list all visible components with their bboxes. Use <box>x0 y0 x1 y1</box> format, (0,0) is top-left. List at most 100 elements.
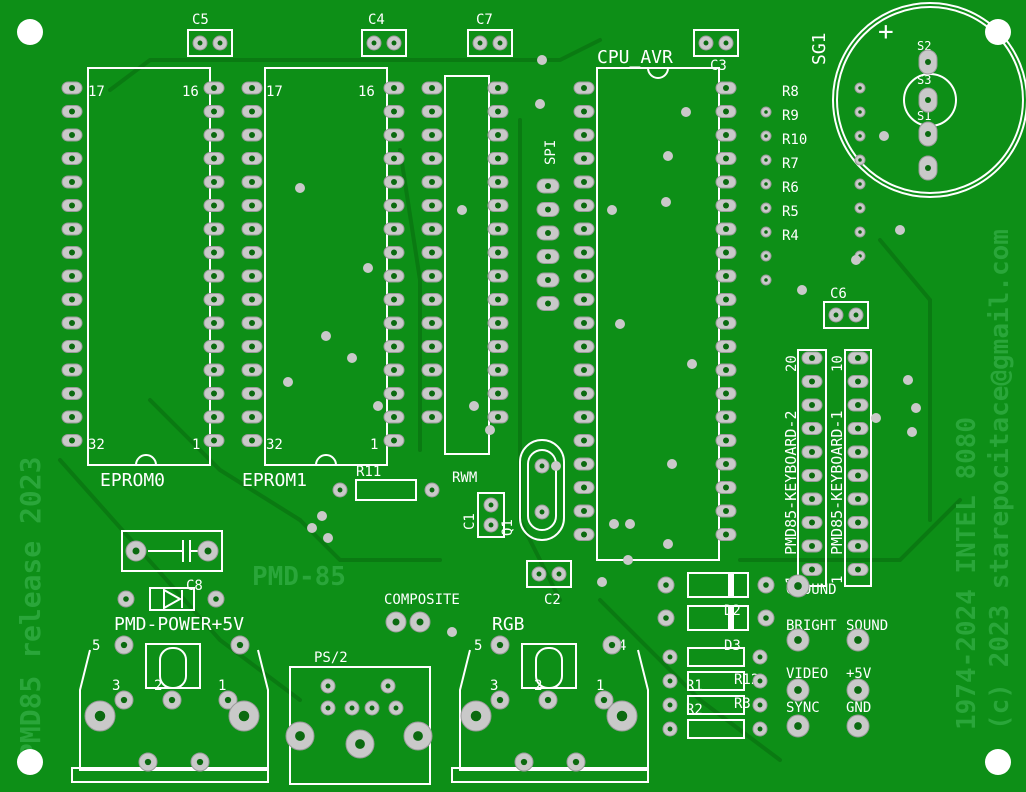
pad-hole <box>495 226 501 232</box>
via <box>903 375 913 385</box>
pad-hole <box>391 367 397 373</box>
pad-hole <box>391 249 397 256</box>
pad-hole <box>545 277 551 283</box>
pad-hole <box>391 273 397 279</box>
pad-hole <box>495 179 501 185</box>
eprom1[interactable]: EPROM1 17 16 32 1 <box>242 67 388 491</box>
pad-hole <box>833 312 839 318</box>
via <box>911 403 921 413</box>
via <box>907 427 917 437</box>
r11-resistor[interactable]: R11 <box>355 464 417 501</box>
ps2-label: PS/2 <box>314 650 348 666</box>
pad-hole <box>723 249 729 256</box>
rgb-pin4: 4 <box>618 638 626 654</box>
eprom0[interactable]: EPROM0 17 16 32 1 <box>87 67 211 491</box>
pad-hole <box>723 155 729 162</box>
pmd85-ghost-label: PMD-85 <box>252 562 346 592</box>
pad-hole <box>858 182 862 186</box>
pad-hole <box>667 678 673 684</box>
pad-hole <box>764 134 768 138</box>
sg1-plus: + <box>878 17 894 47</box>
pad-hole <box>69 273 75 279</box>
eprom0-pin32: 32 <box>88 437 105 453</box>
pad-hole <box>470 710 482 722</box>
pad-hole <box>132 547 140 555</box>
pad-hole <box>855 496 861 502</box>
pad-hole <box>429 343 435 350</box>
pad-hole <box>211 132 217 138</box>
pad-hole <box>123 596 129 602</box>
via <box>469 401 479 411</box>
keyboard-header-2[interactable]: PMD85-KEYBOARD-2 20 1 <box>782 349 827 587</box>
pad-hole <box>495 296 501 303</box>
pad-hole <box>858 86 862 90</box>
via <box>321 331 331 341</box>
via <box>851 255 861 265</box>
pads <box>61 35 938 772</box>
pad-hole <box>429 249 435 256</box>
lower-resistors[interactable]: R12 R1 R3 R2 <box>686 647 759 739</box>
kb1-label: PMD85-KEYBOARD-1 <box>828 411 846 556</box>
spi-header[interactable]: SPI <box>543 140 559 165</box>
pad-hole <box>809 519 815 526</box>
pad-hole <box>413 731 423 741</box>
rgb-connector[interactable]: RGB 5 4 3 2 1 <box>451 614 649 783</box>
r3-label: R3 <box>734 696 751 712</box>
pad-hole <box>69 296 75 303</box>
q1-crystal[interactable] <box>519 439 565 541</box>
pad-hole <box>249 249 255 256</box>
keyboard-header-1[interactable]: PMD85-KEYBOARD-1 10 1 <box>828 349 872 587</box>
via <box>661 197 671 207</box>
cpu-label: CPU_AVR <box>597 47 673 68</box>
pad-hole <box>764 182 768 186</box>
pad-hole <box>764 206 768 210</box>
pad-hole <box>723 484 729 491</box>
sg1-buzzer[interactable]: SG1 + S2 S3 S1 <box>809 2 1026 198</box>
pad-hole <box>581 414 587 420</box>
composite-header[interactable]: COMPOSITE <box>384 592 460 608</box>
kb1-pin-bottom: 1 <box>830 576 846 584</box>
pad-hole <box>809 425 815 432</box>
via <box>895 225 905 235</box>
kb1-pin-top: 10 <box>830 355 846 372</box>
pad-hole <box>355 739 365 749</box>
gnd-label: GND <box>846 700 871 716</box>
pad-hole <box>69 155 75 162</box>
diode-d8[interactable] <box>149 587 195 611</box>
rwm-chip[interactable]: RWM <box>444 75 490 486</box>
pad-hole <box>794 686 802 694</box>
pad-hole <box>723 202 729 209</box>
pad-hole <box>858 110 862 114</box>
pad-hole <box>723 343 729 350</box>
pad-hole <box>581 132 587 138</box>
via <box>363 263 373 273</box>
diode-d2[interactable] <box>687 572 749 598</box>
pad-hole <box>211 155 217 162</box>
pad-hole <box>854 722 862 730</box>
ps2-connector[interactable]: PS/2 <box>289 650 431 785</box>
kb2-label: PMD85-KEYBOARD-2 <box>782 411 800 556</box>
via <box>283 377 293 387</box>
diode-d3[interactable]: D2 D3 <box>687 603 749 654</box>
via <box>537 55 547 65</box>
cpu-avr[interactable]: CPU_AVR <box>596 47 720 561</box>
pad-hole <box>925 165 931 171</box>
via <box>457 205 467 215</box>
pad-hole <box>616 710 628 722</box>
pad-hole <box>391 132 397 138</box>
pad-hole <box>429 273 435 279</box>
pad-hole <box>69 179 75 185</box>
r10-label: R10 <box>782 132 807 148</box>
pad-hole <box>572 758 580 766</box>
via <box>373 401 383 411</box>
pad-hole <box>581 202 587 209</box>
resistor-bank[interactable]: R8 R9 R10 R7 R6 R5 R4 <box>782 84 807 244</box>
pad-hole <box>854 636 862 644</box>
pad-hole <box>581 226 587 232</box>
pad-hole <box>211 367 217 373</box>
capacitor-outlines[interactable] <box>121 29 869 588</box>
pad-hole <box>757 702 763 708</box>
pad-hole <box>495 155 501 162</box>
pad-hole <box>249 155 255 162</box>
r1-label: R1 <box>686 678 703 694</box>
